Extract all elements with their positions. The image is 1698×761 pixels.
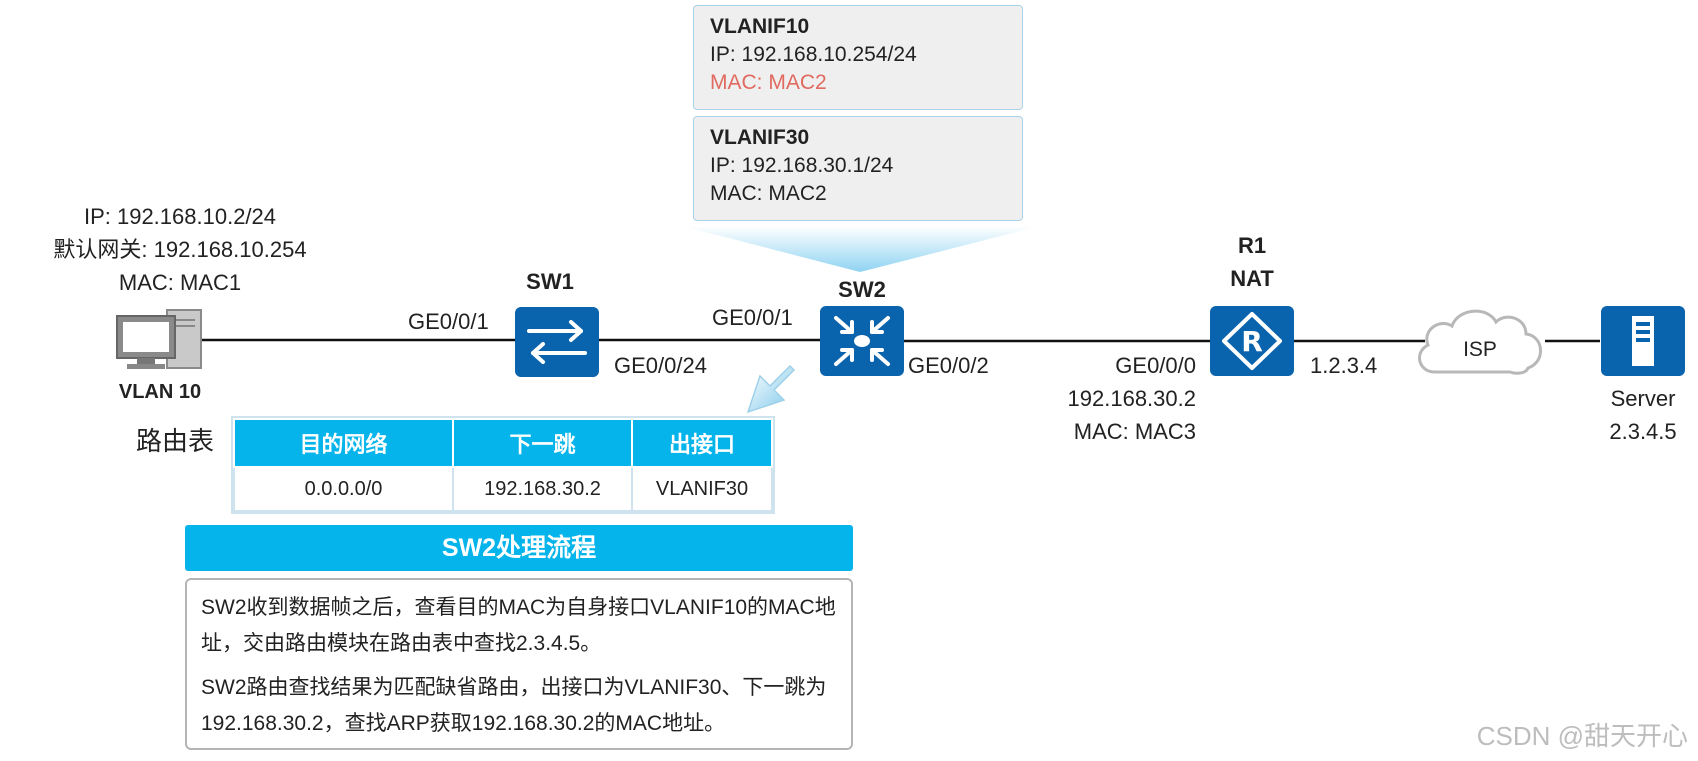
sw2-name: SW2 [838, 277, 886, 302]
sw1-name: SW1 [526, 269, 574, 294]
vlanif10-ip: IP: 192.168.10.254/24 [710, 43, 917, 66]
routing-table-header-row: 目的网络 下一跳 出接口 [233, 418, 773, 468]
vlanif30-ip: IP: 192.168.30.1/24 [710, 154, 894, 177]
routing-table-cell-nexthop: 192.168.30.2 [452, 466, 633, 512]
sw2-l3-switch-icon [820, 306, 904, 376]
r1-name: R1 [1237, 233, 1267, 258]
routing-table-cell-dest: 0.0.0.0/0 [233, 466, 454, 512]
r1-ip-label: 192.168.30.2 [1067, 386, 1196, 411]
r1-role: NAT [1230, 266, 1274, 291]
process-paragraph-1: SW2收到数据帧之后，查看目的MAC为自身接口VLANIF10的MAC地址，交由… [201, 596, 836, 655]
pointer-arrow [746, 364, 796, 414]
isp-label: ISP [1463, 338, 1497, 361]
routing-table-header-nexthop: 下一跳 [452, 418, 633, 468]
pc-vlan-label: VLAN 10 [118, 381, 202, 403]
vlanif10-title: VLANIF10 [710, 15, 810, 38]
r1-wan-ip-label: 1.2.3.4 [1310, 353, 1378, 378]
pc-computer-icon [116, 309, 202, 369]
isp-cloud-icon [1418, 309, 1542, 375]
sw2-port-left: GE0/0/1 [712, 305, 793, 330]
r1-router-icon: R [1210, 306, 1294, 376]
sw1-port-left: GE0/0/1 [408, 309, 489, 334]
routing-table-header-dest: 目的网络 [233, 418, 454, 468]
vlanif10-mac: MAC: MAC2 [710, 71, 827, 94]
table-row: 0.0.0.0/0 192.168.30.2 VLANIF30 [233, 466, 773, 512]
server-icon [1601, 306, 1685, 376]
vlanif30-mac: MAC: MAC2 [710, 182, 827, 205]
r1-port-label: GE0/0/0 [1115, 353, 1196, 378]
vlanif30-title: VLANIF30 [710, 126, 810, 149]
pc-mac-label: MAC: MAC1 [118, 270, 242, 295]
r1-mac-label: MAC: MAC3 [1073, 419, 1196, 444]
routing-table-caption: 路由表 [136, 426, 215, 456]
watermark: CSDN @甜天开心 [1476, 721, 1688, 751]
pc-gateway-label: 默认网关: 192.168.10.254 [53, 237, 307, 262]
callout-triangle [682, 226, 1040, 272]
vlanif10-box: VLANIF10 IP: 192.168.10.254/24 MAC: MAC2 [693, 5, 1023, 110]
routing-table-cell-iface: VLANIF30 [631, 466, 773, 512]
server-ip-label: 2.3.4.5 [1609, 419, 1677, 444]
process-paragraph-2: SW2路由查找结果为匹配缺省路由，出接口为VLANIF30、下一跳为192.16… [201, 676, 827, 735]
routing-table-header-iface: 出接口 [631, 418, 773, 468]
svg-text:R: R [1241, 325, 1263, 358]
routing-table: 目的网络 下一跳 出接口 0.0.0.0/0 192.168.30.2 VLAN… [231, 416, 775, 514]
server-label: Server [1610, 386, 1676, 411]
process-body: SW2收到数据帧之后，查看目的MAC为自身接口VLANIF10的MAC地址，交由… [185, 578, 853, 750]
vlanif30-box: VLANIF30 IP: 192.168.30.1/24 MAC: MAC2 [693, 116, 1023, 221]
pc-ip-label: IP: 192.168.10.2/24 [83, 204, 277, 229]
sw2-port-right: GE0/0/2 [908, 353, 989, 378]
process-title: SW2处理流程 [185, 525, 853, 571]
sw1-switch-icon [515, 307, 599, 377]
sw1-port-right: GE0/0/24 [614, 353, 707, 378]
